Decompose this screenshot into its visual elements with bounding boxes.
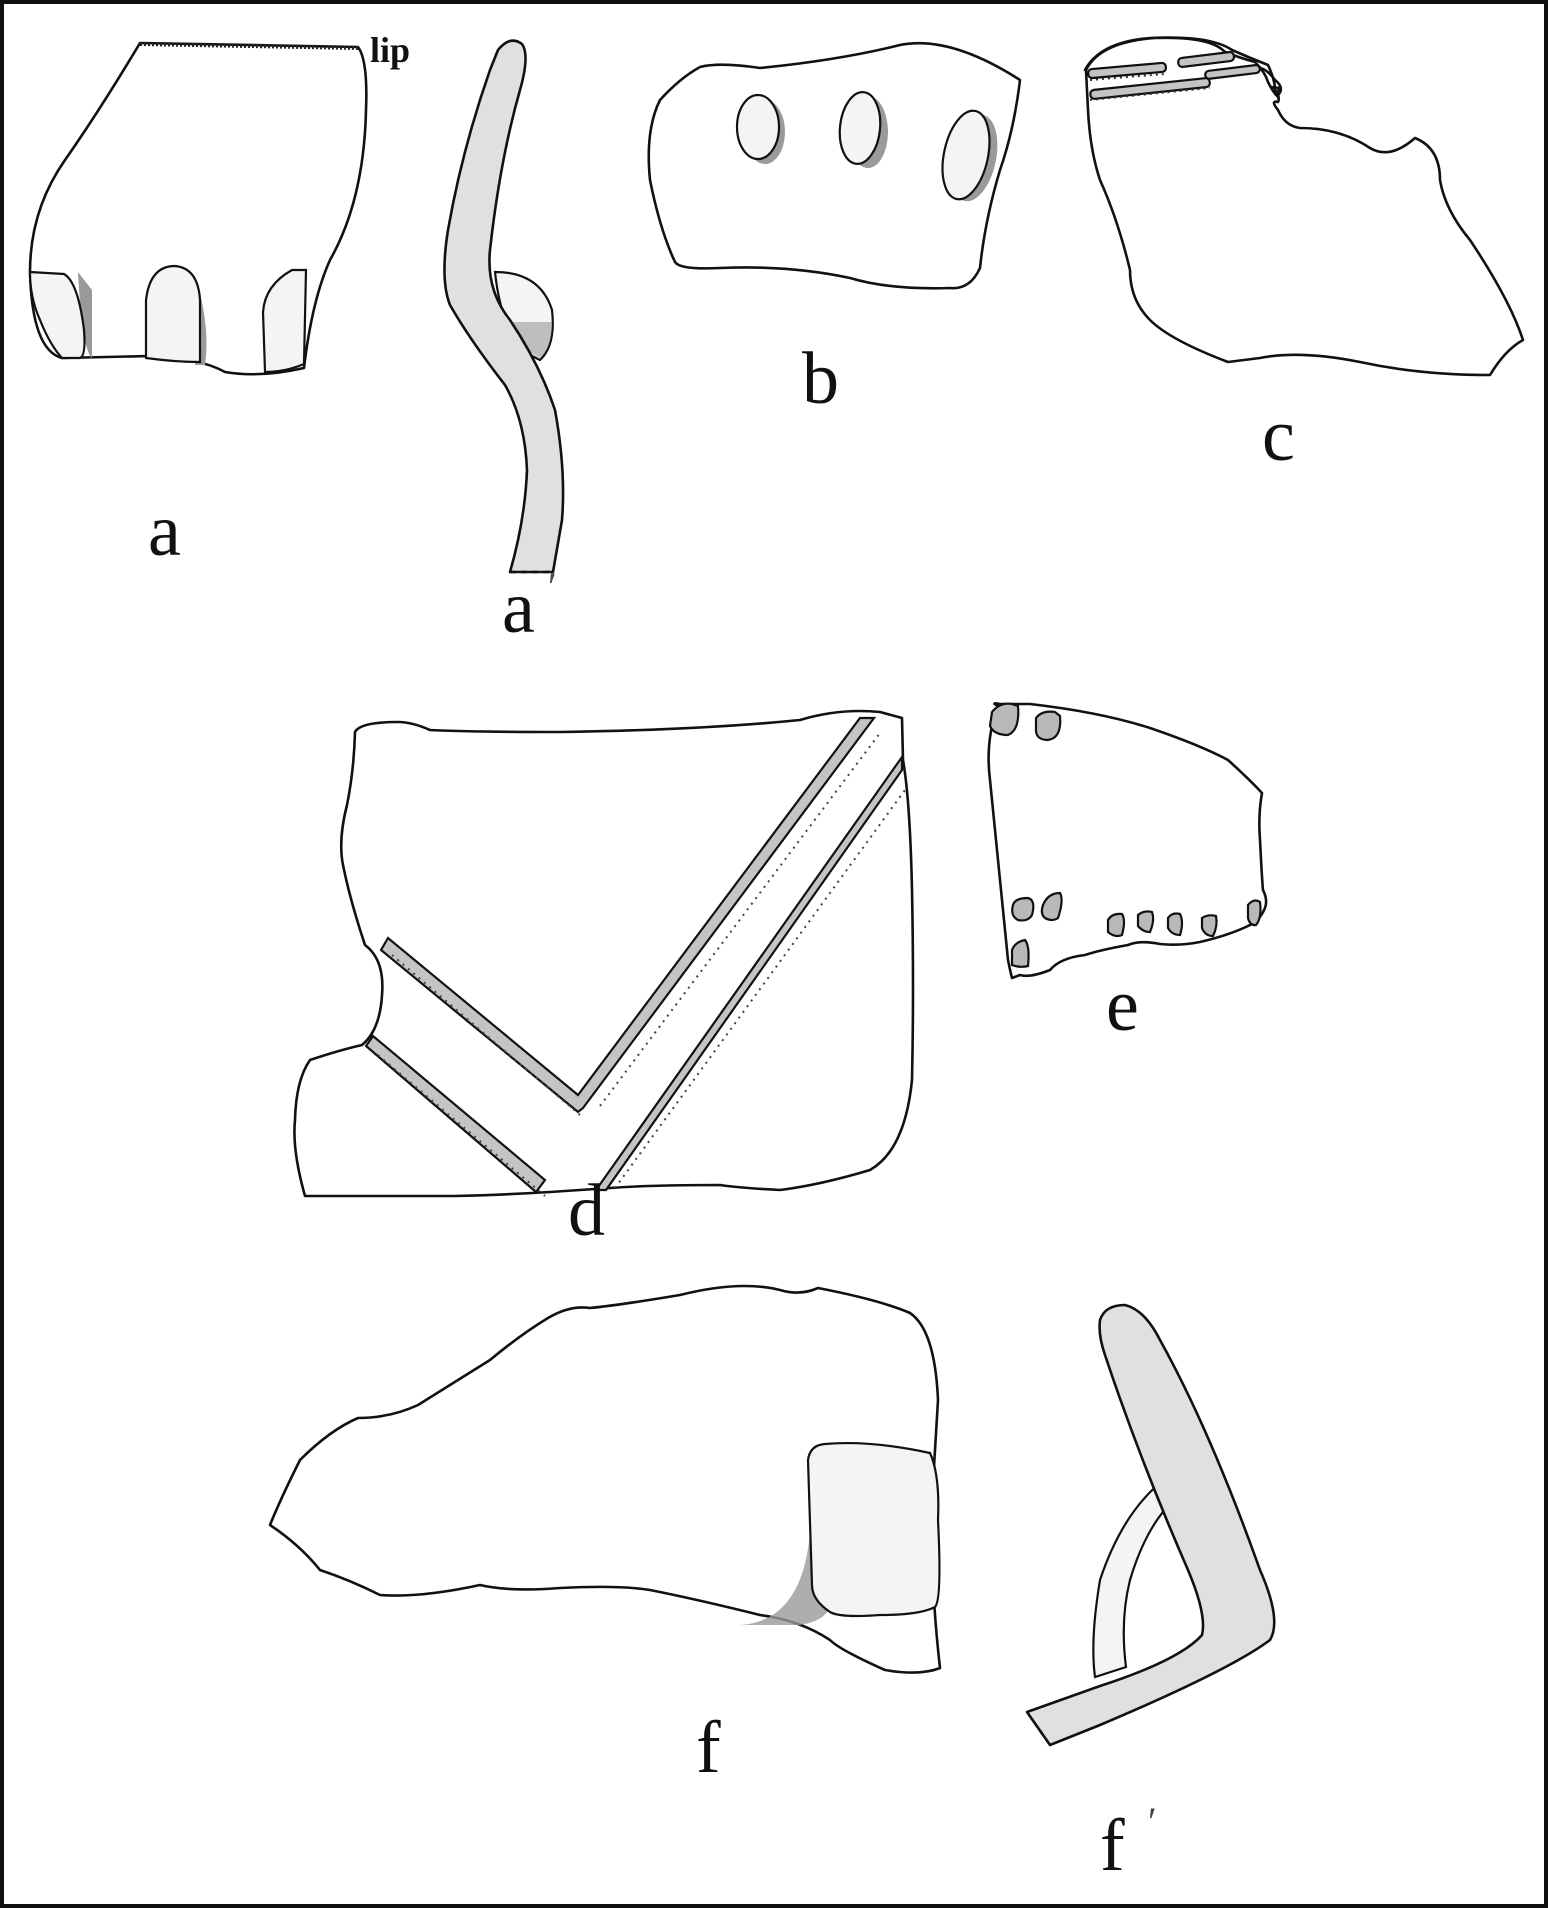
- sherd-d: [293, 709, 915, 1198]
- incision-d-lower-left: [364, 1034, 547, 1194]
- punctate-e-7: [1136, 910, 1155, 934]
- label-d: d: [568, 1170, 605, 1252]
- profile-f-handle: [1092, 1471, 1182, 1679]
- lobe-2: [144, 264, 202, 364]
- punctate-e-5: [1010, 938, 1030, 968]
- incision-c-2: [1177, 50, 1236, 69]
- sherd-f: [268, 1284, 942, 1674]
- incision-d-upper-chevron: [379, 716, 877, 1114]
- punctate-e-10: [1246, 899, 1262, 927]
- sherd-e-outline: [987, 702, 1268, 980]
- sherd-e: [987, 702, 1268, 980]
- punctate-e-9: [1200, 914, 1218, 938]
- sherd-d-outline: [293, 709, 915, 1198]
- punctate-b-2: [838, 91, 882, 165]
- profile-f-prime: [1025, 1303, 1276, 1747]
- incision-c-1: [1087, 61, 1168, 80]
- punctate-e-4: [1040, 891, 1063, 922]
- label-f-prime: f: [1100, 1805, 1125, 1887]
- label-f-prime-mark: ′: [1148, 1799, 1157, 1844]
- label-a-prime: a: [502, 567, 535, 649]
- incision-c-stipple: [1089, 73, 1211, 101]
- punctate-e-1: [988, 702, 1020, 737]
- sherd-f-outline: [268, 1284, 942, 1674]
- punctate-b-3: [941, 109, 991, 201]
- profile-f-break: [1026, 1711, 1051, 1746]
- sherd-c: [1083, 36, 1525, 377]
- lug-f: [806, 1441, 941, 1618]
- punctate-b-1: [735, 93, 781, 161]
- label-b: b: [802, 338, 839, 420]
- profile-a-prime: [443, 39, 565, 574]
- lobe-1: [28, 270, 86, 360]
- incision-d-lower-right: [593, 753, 904, 1192]
- lip-label: lip: [370, 30, 410, 70]
- profile-a-section: [443, 39, 565, 574]
- punctate-e-3: [1011, 896, 1035, 922]
- sherd-c-body: [1084, 36, 1525, 377]
- punctate-e-2: [1034, 710, 1062, 742]
- incision-c-3: [1204, 63, 1261, 80]
- lip-stipple: [139, 42, 359, 50]
- label-a-prime-mark: ′: [548, 564, 557, 609]
- label-a: a: [148, 490, 181, 572]
- punctate-e-6: [1106, 912, 1126, 938]
- lobe-3: [261, 268, 308, 374]
- sherd-a: [28, 41, 368, 376]
- label-f: f: [696, 1707, 721, 1789]
- sherd-b-outline: [647, 41, 1022, 290]
- label-c: c: [1262, 395, 1295, 477]
- punctate-e-8: [1166, 912, 1184, 937]
- sherd-b: [647, 41, 1022, 290]
- profile-f-section: [1025, 1303, 1276, 1747]
- label-e: e: [1106, 965, 1139, 1047]
